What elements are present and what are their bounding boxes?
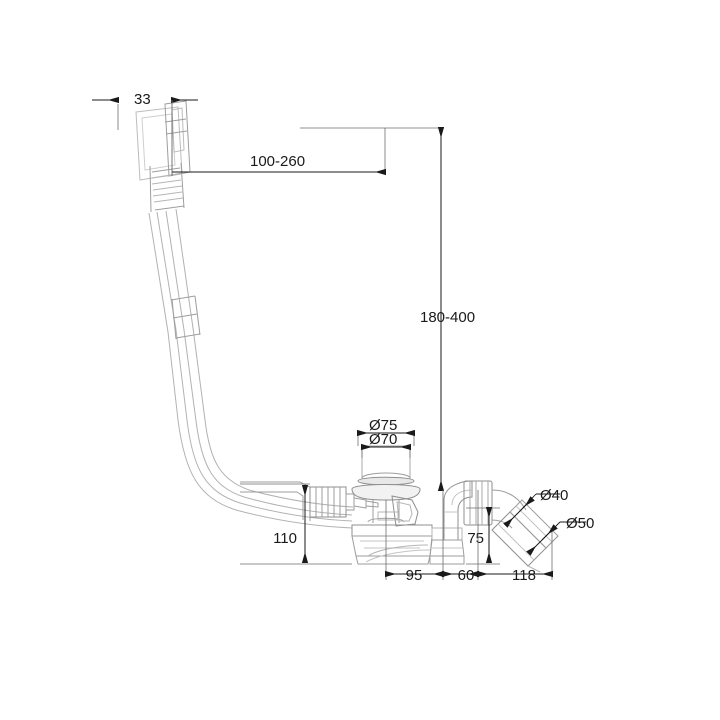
dimension-dia-50: Ø50: [526, 515, 594, 556]
geometry-waste-body: [351, 495, 433, 565]
dim-label-110: 110: [273, 530, 297, 547]
geometry-trap-elbow: [429, 480, 527, 565]
dim-label-60: 60: [458, 567, 475, 584]
dim-label-100-260: 100-260: [250, 153, 305, 170]
dimension-95: 95: [385, 490, 444, 584]
geometry-cable-hose: [148, 208, 354, 529]
geometry-overflow-head: [135, 100, 191, 213]
dimension-dia-75: Ø75: [357, 417, 415, 446]
dimension-dia-40: Ø40: [503, 487, 568, 528]
dimension-118: 118: [477, 530, 553, 584]
dim-label-dia-40: Ø40: [540, 487, 568, 504]
dim-label-75: 75: [467, 530, 484, 547]
dim-label-95: 95: [406, 567, 423, 584]
dim-label-118: 118: [512, 567, 536, 584]
dim-label-dia-70: Ø70: [369, 431, 397, 448]
dim-label-180-400: 180-400: [420, 309, 475, 326]
dim-label-dia-75: Ø75: [369, 417, 397, 434]
geometry-outlet-pipe-diagonal: [491, 499, 559, 573]
dimension-180-400: 180-400: [300, 127, 475, 491]
dim-label-dia-50: Ø50: [566, 515, 594, 532]
dimension-100-260: 100-260: [171, 100, 386, 176]
dimension-dia-70: Ø70: [361, 431, 411, 458]
dimension-110: 110: [240, 483, 352, 565]
dimension-60: 60: [442, 490, 479, 584]
dim-label-33: 33: [134, 91, 151, 108]
geometry-cable-connector-nut: [309, 486, 379, 518]
dimension-75: 75: [466, 507, 500, 565]
